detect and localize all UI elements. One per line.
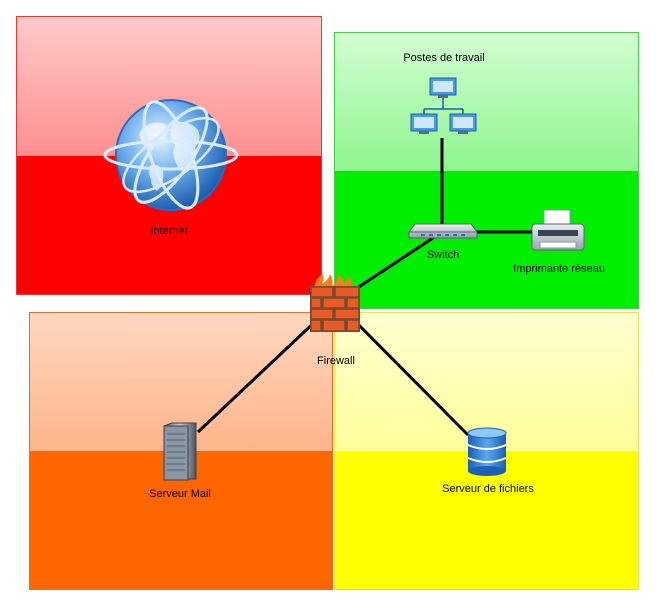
mail-server-label: Serveur Mail [149, 488, 211, 500]
workstations-icon[interactable] [408, 76, 480, 138]
server-tower-icon[interactable] [160, 422, 200, 482]
switch-label: Switch [426, 249, 460, 261]
lan-zone [334, 32, 639, 309]
firewall-icon[interactable] [308, 272, 362, 334]
firewall-label: Firewall [317, 355, 355, 367]
printer-icon[interactable] [528, 208, 588, 256]
file-server-zone [334, 312, 639, 590]
switch-icon[interactable] [407, 220, 479, 244]
file-server-label: Serveur de fichiers [442, 483, 534, 495]
workstations-label: Postes de travail [403, 52, 485, 64]
printer-label: Imprimante réseau [513, 263, 605, 275]
internet-label: Internet [150, 225, 188, 237]
globe-icon[interactable] [103, 93, 239, 217]
database-icon[interactable] [466, 427, 508, 477]
